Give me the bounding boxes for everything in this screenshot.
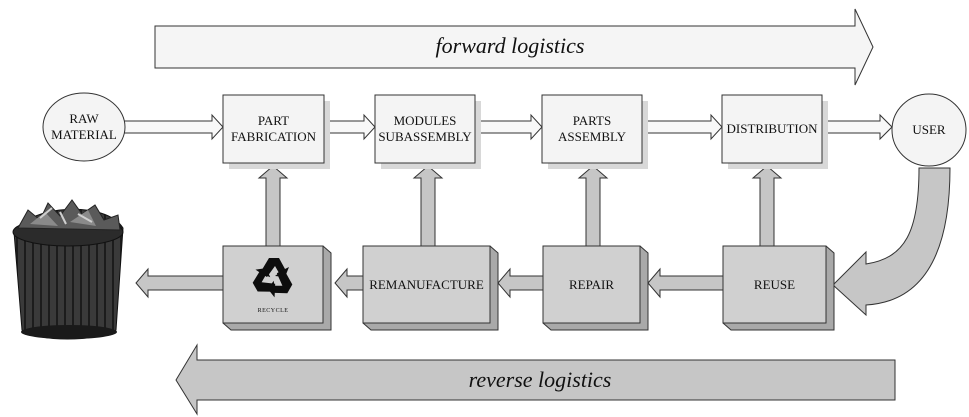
arrow-recycle-up	[257, 165, 289, 247]
node-raw-material	[42, 92, 126, 162]
upward-arrows	[257, 165, 783, 247]
repair-label: REPAIR	[568, 276, 615, 292]
arrow-assembly-to-distribution	[644, 113, 723, 141]
arrow-raw-to-fabrication	[123, 113, 224, 141]
forward-logistics-label: forward logistics	[435, 33, 585, 58]
box-part-fabrication	[222, 94, 325, 164]
part-fabrication-label: PART FABRICATION	[231, 113, 316, 144]
modules-subassembly-label: MODULES SUBASSEMBLY	[378, 113, 472, 144]
trash-bin-icon	[12, 199, 124, 340]
arrow-fabrication-to-modules	[326, 113, 376, 141]
reverse-boxes	[222, 245, 835, 331]
box-reuse	[722, 245, 835, 331]
recycle-label: RECYCLE	[257, 307, 289, 314]
reverse-logistics-arrow	[175, 343, 896, 416]
forward-logistics-arrow	[154, 8, 874, 86]
user-label: USER	[912, 122, 946, 137]
distribution-label: DISTRIBUTION	[726, 121, 818, 136]
node-user	[891, 93, 967, 167]
box-remanufacture	[362, 245, 499, 331]
box-parts-assembly	[541, 94, 643, 164]
reverse-logistics-label: reverse logistics	[468, 367, 612, 392]
recycle-icon	[252, 258, 293, 298]
box-modules-subassembly	[374, 94, 476, 164]
arrow-distribution-to-user	[824, 113, 893, 141]
parts-assembly-label: PARTS ASSEMBLY	[557, 113, 627, 144]
arrow-recycle-to-landfill	[135, 267, 224, 299]
arrow-remanufacture-to-recycle	[334, 267, 364, 299]
reuse-label: REUSE	[753, 276, 796, 292]
forward-boxes	[222, 94, 828, 169]
reverse-flow-arrows	[135, 267, 724, 299]
arrow-reuse-to-repair	[647, 267, 724, 299]
arrow-repair-to-remanufacture	[497, 267, 544, 299]
raw-material-label: RAW MATERIAL	[51, 111, 117, 142]
box-repair	[542, 245, 649, 331]
forward-flow-arrows	[123, 113, 893, 141]
box-distribution	[721, 94, 823, 164]
arrow-reuse-up	[751, 165, 783, 247]
return-arrow-user-to-reuse	[832, 167, 951, 317]
arrow-repair-up	[577, 165, 609, 247]
remanufacture-label: REMANUFACTURE	[369, 276, 484, 292]
arrow-remanufacture-up	[412, 165, 444, 247]
arrow-modules-to-assembly	[477, 113, 543, 141]
